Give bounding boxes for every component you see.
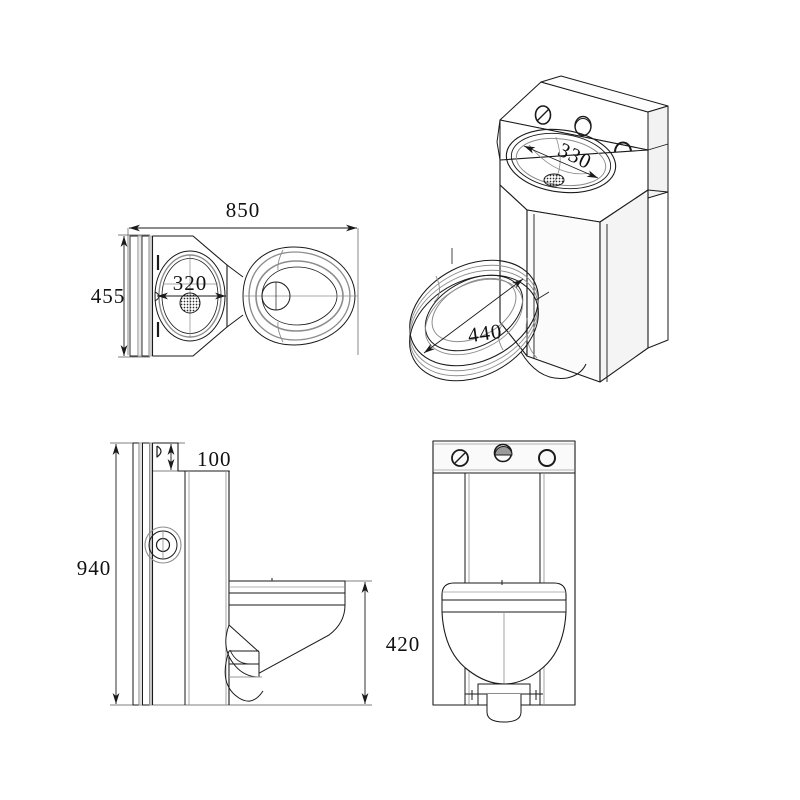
iso-dim-seat-label: 440 — [466, 319, 504, 348]
plan-dim-basin-width — [157, 283, 226, 300]
plan-dim-width — [127, 224, 359, 355]
side-dim-top-offset-label: 100 — [197, 447, 232, 471]
iso-toilet-pan — [520, 317, 587, 379]
plan-view — [118, 224, 359, 358]
iso-dim-seat — [423, 278, 524, 354]
front-top-rail — [432, 440, 576, 474]
plan-dim-depth-label: 455 — [91, 284, 126, 308]
side-toilet-bowl — [224, 578, 346, 702]
plan-dim-width-label: 850 — [226, 198, 261, 222]
front-toilet-bowl — [441, 580, 567, 723]
front-elevation-view — [432, 440, 576, 723]
iso-tap-hole — [534, 105, 552, 125]
plan-back-panel — [129, 235, 154, 357]
iso-drain-grate — [543, 173, 565, 187]
side-flush-plate — [144, 526, 182, 564]
side-dim-total-height — [110, 442, 230, 706]
front-flush-button — [493, 443, 513, 463]
front-tap-hole — [451, 449, 469, 467]
side-dim-bowl-height-label: 420 — [386, 632, 421, 656]
plan-dim-depth — [118, 234, 150, 358]
iso-dim-basin-bowl — [523, 145, 599, 179]
plan-dim-basin-width-label: 320 — [173, 271, 208, 295]
isometric-view — [409, 75, 669, 383]
iso-flush-button — [574, 115, 592, 137]
side-dim-total-height-label: 940 — [77, 556, 112, 580]
plan-cabinet-outline — [152, 235, 228, 357]
iso-cabinet-body — [499, 184, 669, 383]
side-dim-bowl-height — [230, 580, 372, 706]
side-elevation-view — [110, 442, 372, 706]
front-overflow-hole — [538, 449, 556, 467]
plan-toilet-seat — [242, 246, 358, 346]
plan-seat-hinge-link — [226, 264, 244, 328]
side-cistern-panel — [132, 442, 230, 706]
